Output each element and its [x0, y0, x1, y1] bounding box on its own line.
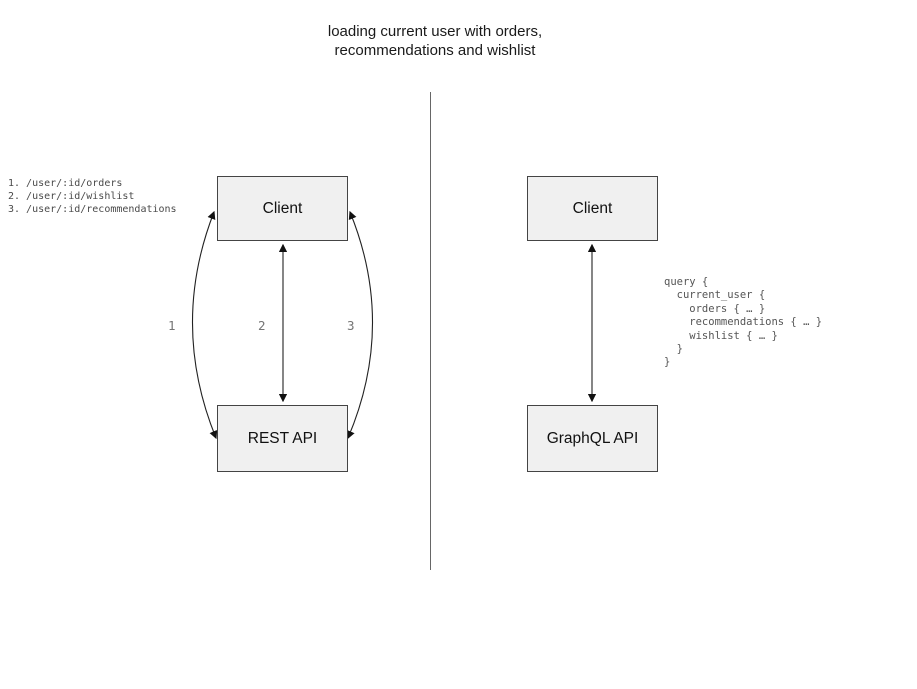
- rest-endpoint-wishlist: 2. /user/:id/wishlist: [8, 191, 135, 202]
- rest-endpoint-orders: 1. /user/:id/orders: [8, 178, 123, 189]
- rest-endpoints-list: 1. /user/:id/orders 2. /user/:id/wishlis…: [8, 177, 177, 216]
- rest-api-box-label: REST API: [247, 429, 318, 447]
- query-line: }: [664, 356, 671, 369]
- query-line: orders { … }: [664, 302, 766, 315]
- rest-api-box: REST API: [217, 405, 348, 472]
- query-line: }: [664, 343, 683, 356]
- arrow-label-3: 3: [347, 318, 355, 333]
- client-box-left: Client: [217, 176, 348, 241]
- diagram-title-line2: recommendations and wishlist: [334, 42, 536, 59]
- rest-arrow-1-orders: [191, 210, 218, 440]
- arrow-label-2: 2: [258, 318, 266, 333]
- arrow-label-1: 1: [168, 318, 176, 333]
- query-line: current_user {: [664, 289, 766, 302]
- client-box-left-label: Client: [262, 199, 303, 217]
- vertical-divider: [430, 92, 431, 570]
- graphql-api-box: GraphQL API: [527, 405, 658, 472]
- diagram-title-line1: loading current user with orders,: [327, 23, 543, 40]
- query-line: recommendations { … }: [664, 316, 823, 329]
- graphql-query-snippet: query { current_user { orders { … } reco…: [664, 276, 822, 370]
- graphql-api-box-label: GraphQL API: [546, 429, 639, 447]
- diagram-title: loading current user with orders, recomm…: [230, 22, 640, 60]
- rest-endpoint-recommendations: 3. /user/:id/recommendations: [8, 204, 177, 215]
- client-box-right: Client: [527, 176, 658, 241]
- query-line: wishlist { … }: [664, 329, 778, 342]
- rest-arrow-3-recommendations: [346, 210, 374, 440]
- client-box-right-label: Client: [572, 199, 613, 217]
- query-line: query {: [664, 276, 709, 288]
